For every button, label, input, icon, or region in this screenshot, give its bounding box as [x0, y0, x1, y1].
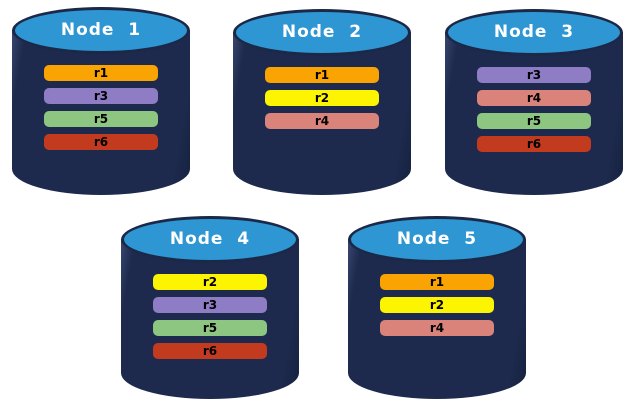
- node-title: Node 3: [493, 21, 575, 42]
- node-title: Node 4: [169, 228, 251, 249]
- replica-bar-r2: r2: [380, 297, 494, 313]
- replica-bar-r6: r6: [44, 134, 158, 150]
- replica-list: r1 r3 r5 r6: [44, 65, 158, 150]
- node-cylinder-3: Node 3 r3 r4 r5 r6: [445, 9, 623, 195]
- replica-label: r2: [314, 91, 330, 105]
- node-cylinder-4: Node 4 r2 r3 r5 r6: [121, 216, 299, 399]
- replica-bar-r4: r4: [380, 320, 494, 336]
- replica-bar-r6: r6: [477, 136, 591, 152]
- replica-label: r3: [526, 68, 542, 82]
- node-cylinder-1: Node 1 r1 r3 r5 r6: [12, 7, 190, 195]
- cylinder-top-ellipse: Node 1: [12, 7, 190, 54]
- replica-bar-r5: r5: [153, 320, 267, 336]
- node-cylinder-5: Node 5 r1 r2 r4: [348, 216, 526, 399]
- replica-list: r3 r4 r5 r6: [477, 67, 591, 152]
- cylinder-top-ellipse: Node 4: [121, 216, 299, 263]
- replica-list: r1 r2 r4: [265, 67, 379, 129]
- replica-bar-r1: r1: [380, 274, 494, 290]
- replica-label: r3: [93, 89, 109, 103]
- replica-label: r1: [93, 66, 109, 80]
- replica-label: r1: [429, 275, 445, 289]
- node-cylinder-2: Node 2 r1 r2 r4: [233, 9, 411, 195]
- cylinder-top-ellipse: Node 2: [233, 9, 411, 56]
- replica-bar-r6: r6: [153, 343, 267, 359]
- replica-bar-r1: r1: [265, 67, 379, 83]
- replica-label: r6: [202, 344, 218, 358]
- replica-bar-r4: r4: [477, 90, 591, 106]
- cylinder-top-ellipse: Node 3: [445, 9, 623, 56]
- replica-bar-r4: r4: [265, 113, 379, 129]
- replica-label: r4: [526, 91, 542, 105]
- replica-label: r1: [314, 68, 330, 82]
- replica-label: r2: [429, 298, 445, 312]
- replica-label: r2: [202, 275, 218, 289]
- replica-bar-r3: r3: [477, 67, 591, 83]
- replica-label: r3: [202, 298, 218, 312]
- replica-bar-r5: r5: [44, 111, 158, 127]
- node-title: Node 2: [281, 21, 363, 42]
- replica-label: r4: [314, 114, 330, 128]
- replica-label: r4: [429, 321, 445, 335]
- replica-list: r1 r2 r4: [380, 274, 494, 336]
- replica-bar-r2: r2: [265, 90, 379, 106]
- replica-bar-r1: r1: [44, 65, 158, 81]
- replica-label: r6: [93, 135, 109, 149]
- replica-bar-r2: r2: [153, 274, 267, 290]
- replica-label: r6: [526, 137, 542, 151]
- replica-label: r5: [93, 112, 109, 126]
- cylinder-top-ellipse: Node 5: [348, 216, 526, 263]
- replica-list: r2 r3 r5 r6: [153, 274, 267, 359]
- replica-bar-r3: r3: [153, 297, 267, 313]
- replica-bar-r5: r5: [477, 113, 591, 129]
- cylinder-body: [121, 239, 299, 399]
- cylinder-body: [348, 239, 526, 399]
- node-title: Node 1: [60, 19, 142, 40]
- node-title: Node 5: [396, 228, 478, 249]
- replica-label: r5: [526, 114, 542, 128]
- replica-label: r5: [202, 321, 218, 335]
- replica-bar-r3: r3: [44, 88, 158, 104]
